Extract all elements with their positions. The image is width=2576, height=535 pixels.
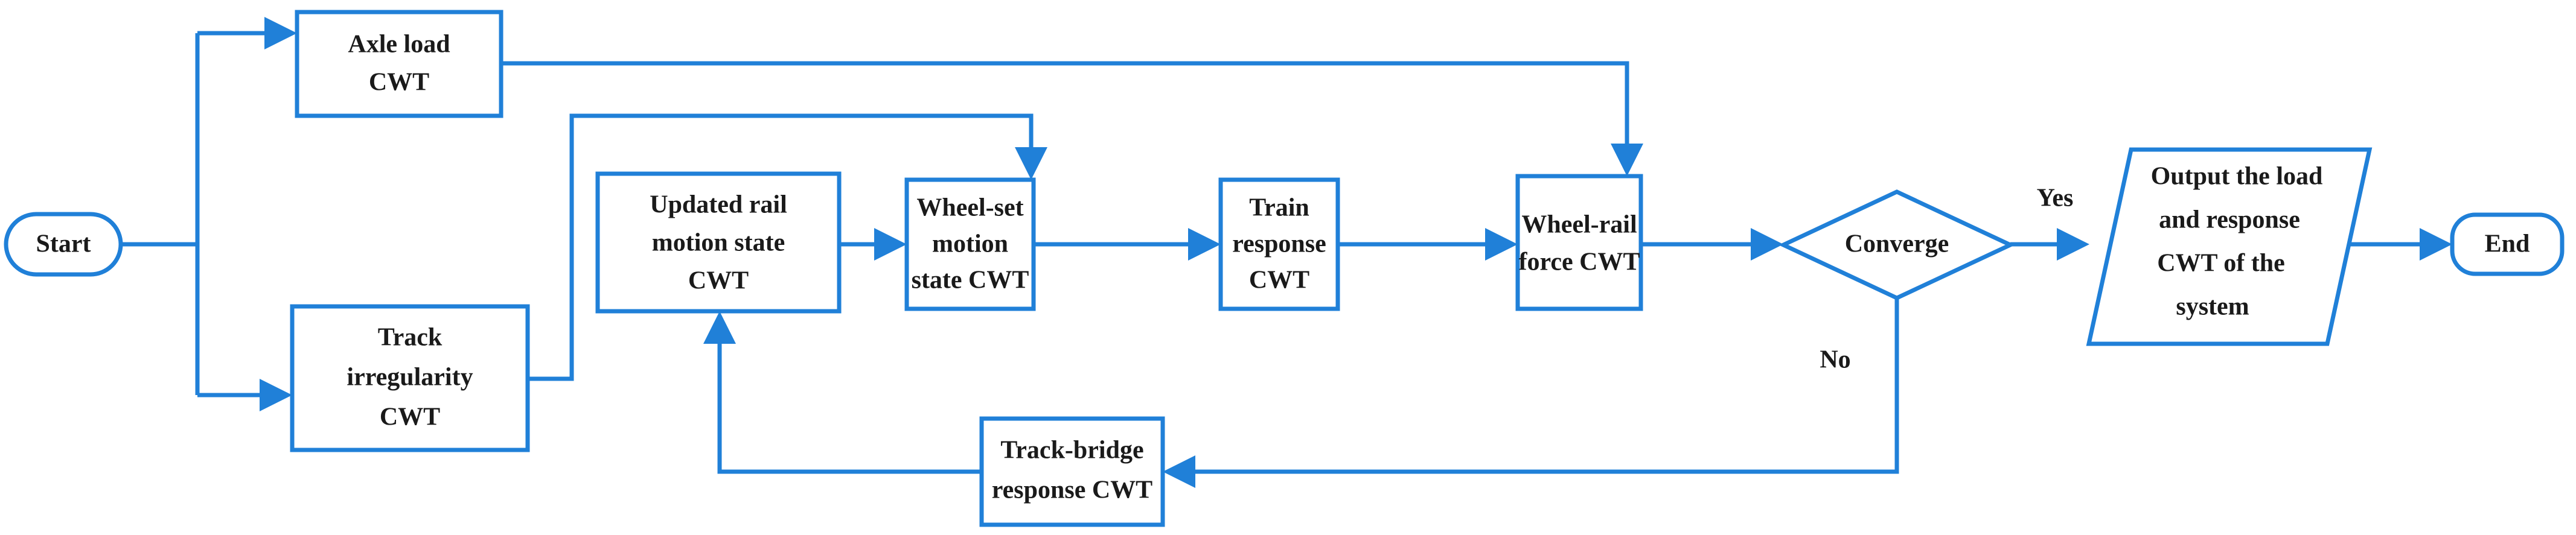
end-label: End (2485, 230, 2530, 258)
start-shape (4, 212, 123, 277)
node-track-bridge-response-cwt[interactable]: Track-bridge response CWT (979, 416, 1165, 527)
edge-axle-load-to-wheel-rail-force[interactable] (501, 61, 1629, 150)
track-irregularity-label-line2: irregularity (347, 364, 473, 391)
wheel-rail-force-label-line2: force CWT (1519, 249, 1640, 276)
arrowhead-end (2420, 228, 2452, 261)
arrowhead-converge (1751, 228, 1783, 261)
converge-label: Converge (1845, 230, 1949, 258)
output-shape (2086, 147, 2373, 346)
output-label-line3: CWT of the (2157, 250, 2285, 277)
node-wheel-rail-force-cwt[interactable]: Wheel-rail force CWT (1515, 174, 1643, 311)
arrowhead-track-bridge-right (1163, 455, 1195, 488)
arrowhead-axle-load (264, 17, 297, 49)
arrowhead-wheel-rail-force-left (1485, 228, 1518, 261)
wheel-rail-force-label-line1: Wheel-rail (1521, 211, 1637, 239)
wheelset-motion-shape (904, 177, 1036, 311)
start-label: Start (36, 230, 91, 258)
node-converge-decision[interactable]: Converge (1778, 189, 2016, 300)
arrowhead-wheel-rail-force-top (1611, 144, 1643, 176)
node-start[interactable]: Start (4, 212, 123, 277)
axle-load-label-line2: CWT (369, 69, 429, 97)
node-track-irregularity-cwt[interactable]: Track irregularity CWT (290, 304, 530, 452)
train-response-shape (1218, 177, 1340, 311)
node-output-load-response[interactable]: Output the load and response CWT of the … (2086, 147, 2373, 346)
arrowhead-track-irregularity (260, 379, 292, 411)
edge-converge-to-track-bridge[interactable] (1191, 298, 1899, 474)
axle-load-label-line1: Axle load (348, 31, 450, 59)
end-shape (2450, 212, 2565, 276)
track-bridge-label-line2: response CWT (992, 476, 1152, 504)
edge-label-no: No (1820, 346, 1850, 374)
wheel-rail-force-shape (1515, 174, 1643, 311)
track-irregularity-label-line3: CWT (380, 404, 440, 431)
edge-track-bridge-to-updated-rail[interactable] (717, 339, 982, 474)
axle-load-shape (295, 10, 503, 118)
wheelset-motion-label-line3: state CWT (912, 267, 1029, 294)
train-response-label-line2: response (1232, 230, 1326, 258)
arrowhead-wheelset-left (874, 228, 907, 261)
train-response-label-line1: Train (1249, 194, 1309, 222)
wheelset-motion-label-line1: Wheel-set (916, 194, 1023, 222)
track-bridge-shape (979, 416, 1165, 527)
arrowhead-train-response (1188, 228, 1221, 261)
wheelset-motion-label-line2: motion (932, 230, 1008, 258)
edge-label-yes: Yes (2037, 185, 2074, 212)
updated-rail-label-line2: motion state (652, 229, 785, 257)
arrowhead-wheelset-top (1015, 147, 1047, 180)
updated-rail-shape (595, 171, 842, 314)
updated-rail-label-line3: CWT (688, 267, 749, 295)
track-irregularity-shape (290, 304, 530, 452)
output-label-line2: and response (2159, 206, 2300, 234)
converge-shape (1778, 189, 2016, 300)
node-updated-rail-motion-state-cwt[interactable]: Updated rail motion state CWT (595, 171, 842, 314)
track-irregularity-label-line1: Track (378, 324, 443, 352)
arrowhead-output (2057, 228, 2089, 261)
output-label-line1: Output the load (2151, 163, 2323, 191)
edge-track-irregularity-to-wheelset[interactable] (528, 113, 1034, 381)
connector-layer (121, 17, 2452, 488)
node-axle-load-cwt[interactable]: Axle load CWT (295, 10, 503, 118)
track-bridge-label-line1: Track-bridge (1000, 437, 1143, 464)
train-response-label-line3: CWT (1249, 267, 1309, 294)
node-train-response-cwt[interactable]: Train response CWT (1218, 177, 1340, 311)
node-end[interactable]: End (2450, 212, 2565, 276)
output-label-line4: system (2176, 293, 2249, 321)
updated-rail-label-line1: Updated rail (650, 191, 787, 219)
node-wheelset-motion-state-cwt[interactable]: Wheel-set motion state CWT (904, 177, 1036, 311)
arrowhead-updated-rail-bottom (703, 311, 736, 344)
